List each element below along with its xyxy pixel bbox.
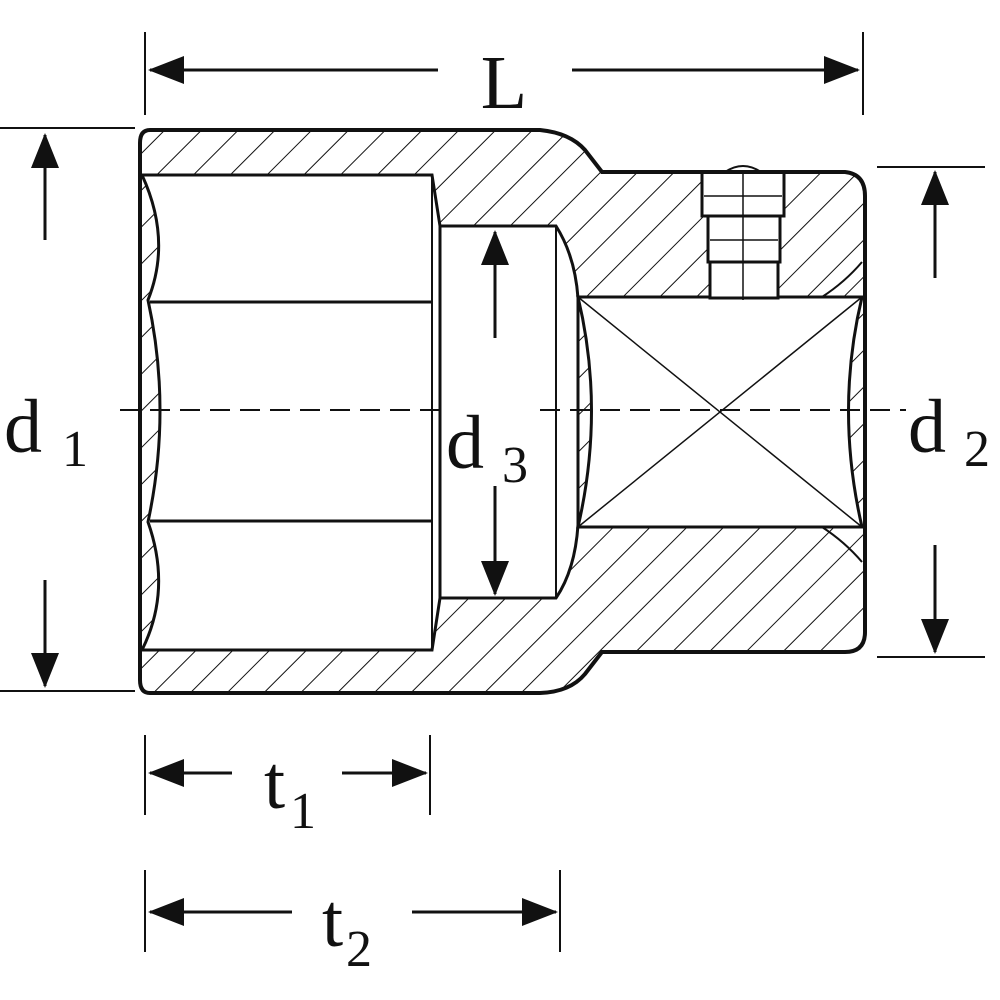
- detent-ball-pin: [700, 165, 786, 300]
- svg-text:d: d: [4, 385, 42, 469]
- svg-text:d: d: [446, 401, 484, 485]
- svg-text:2: 2: [346, 921, 372, 978]
- svg-text:1: 1: [290, 783, 316, 840]
- label-t1: t 1: [264, 741, 316, 840]
- svg-text:1: 1: [62, 421, 88, 478]
- label-d3: d 3: [443, 368, 539, 494]
- svg-text:t: t: [264, 741, 285, 825]
- label-d2: d 2: [906, 360, 1000, 478]
- svg-text:3: 3: [502, 437, 528, 494]
- square-drive-cavity: [576, 261, 864, 563]
- svg-text:t: t: [322, 879, 343, 963]
- dimension-arrows: [31, 56, 949, 926]
- socket-body-outline: [138, 128, 867, 695]
- extension-lines: [0, 32, 985, 952]
- label-t2: t 2: [322, 879, 372, 978]
- label-d1: d 1: [0, 360, 92, 478]
- label-L: L: [481, 41, 527, 125]
- svg-text:2: 2: [964, 421, 990, 478]
- hex-bore-cavity: [139, 173, 442, 652]
- svg-text:d: d: [908, 385, 946, 469]
